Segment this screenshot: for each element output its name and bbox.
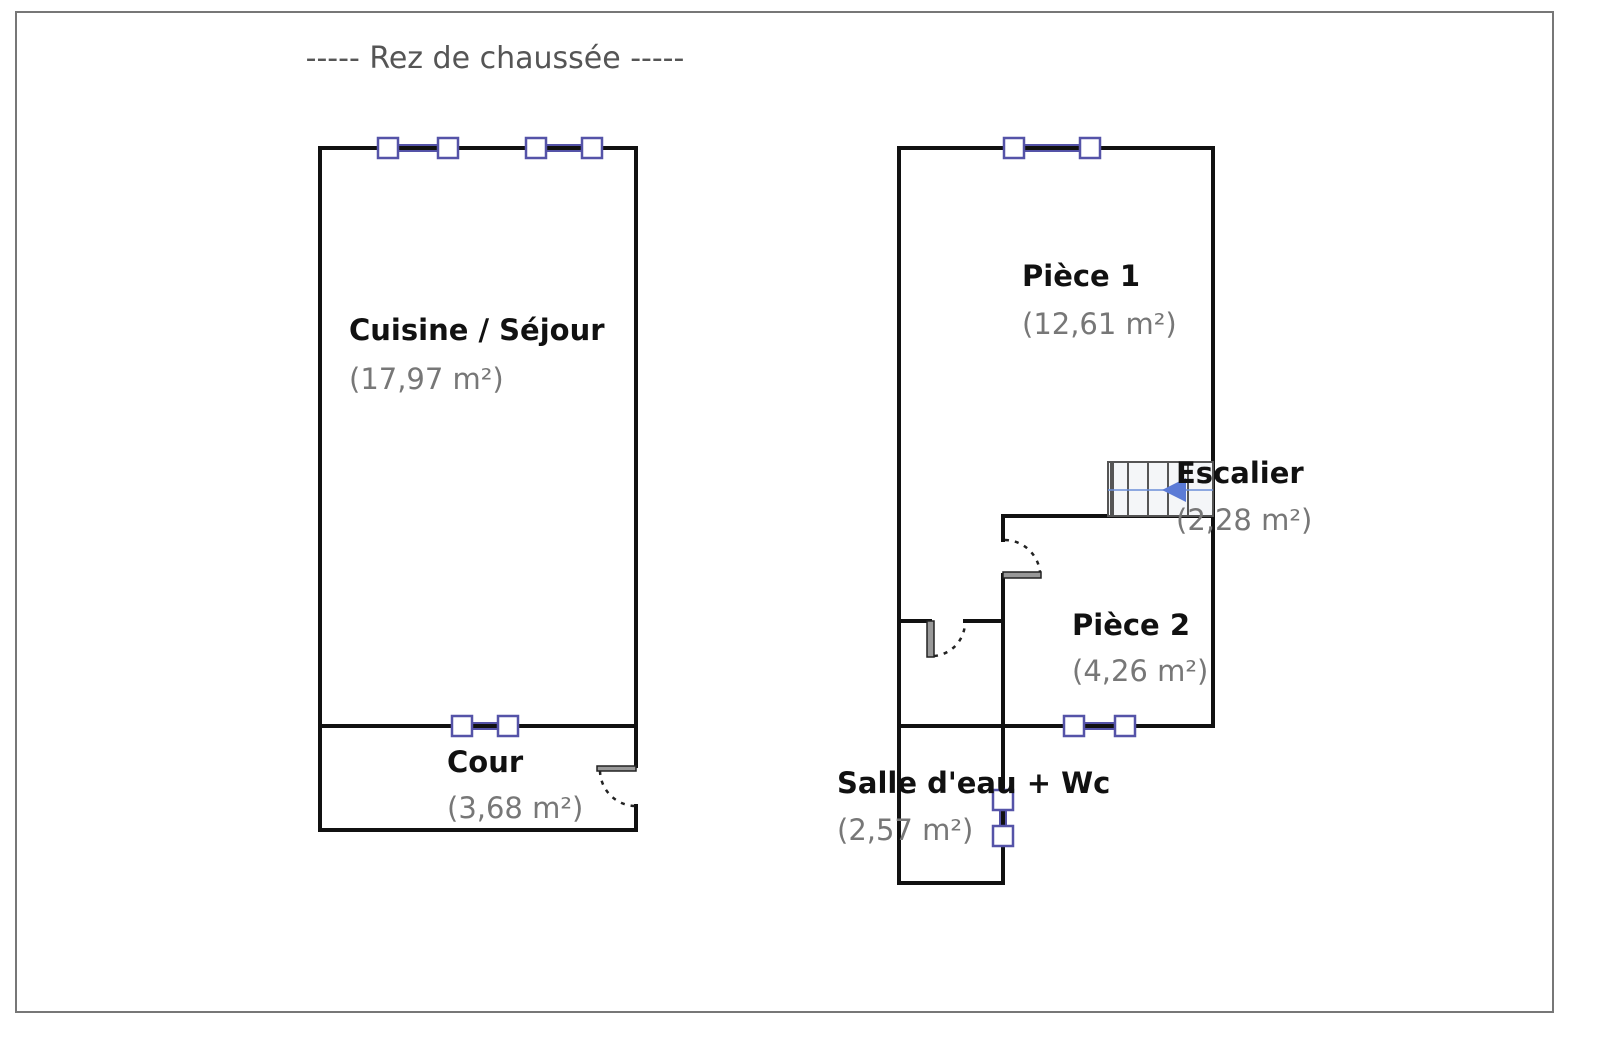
window-piece1 [1002, 136, 1102, 160]
window-cuisine-2 [524, 136, 604, 160]
room-name-cour: Cour [447, 745, 524, 779]
plan-title: ----- Rez de chaussée ----- [306, 41, 685, 76]
room-name-escalier: Escalier [1176, 456, 1304, 490]
window-cour [450, 714, 520, 738]
window-cuisine-1 [376, 136, 460, 160]
room-name-piece1: Pièce 1 [1022, 259, 1140, 293]
door-piece2 [1002, 538, 1042, 579]
room-area-piece2: (4,26 m²) [1072, 654, 1208, 688]
room-area-salle: (2,57 m²) [837, 813, 973, 847]
door-closet [926, 620, 967, 658]
room-area-piece1: (12,61 m²) [1022, 307, 1177, 341]
room-name-salle: Salle d'eau + Wc [837, 766, 1110, 800]
page-border [15, 11, 1554, 1013]
room-area-escalier: (2,28 m²) [1176, 503, 1312, 537]
left-building-walls [318, 146, 638, 832]
room-name-cuisine: Cuisine / Séjour [349, 313, 605, 347]
window-salle [991, 788, 1015, 848]
window-piece2 [1062, 714, 1137, 738]
staircase [1107, 461, 1214, 517]
room-area-cuisine: (17,97 m²) [349, 362, 504, 396]
room-name-piece2: Pièce 2 [1072, 608, 1190, 642]
room-area-cour: (3,68 m²) [447, 791, 583, 825]
stair-arrow-icon [1162, 478, 1186, 502]
cour-door [596, 765, 637, 808]
